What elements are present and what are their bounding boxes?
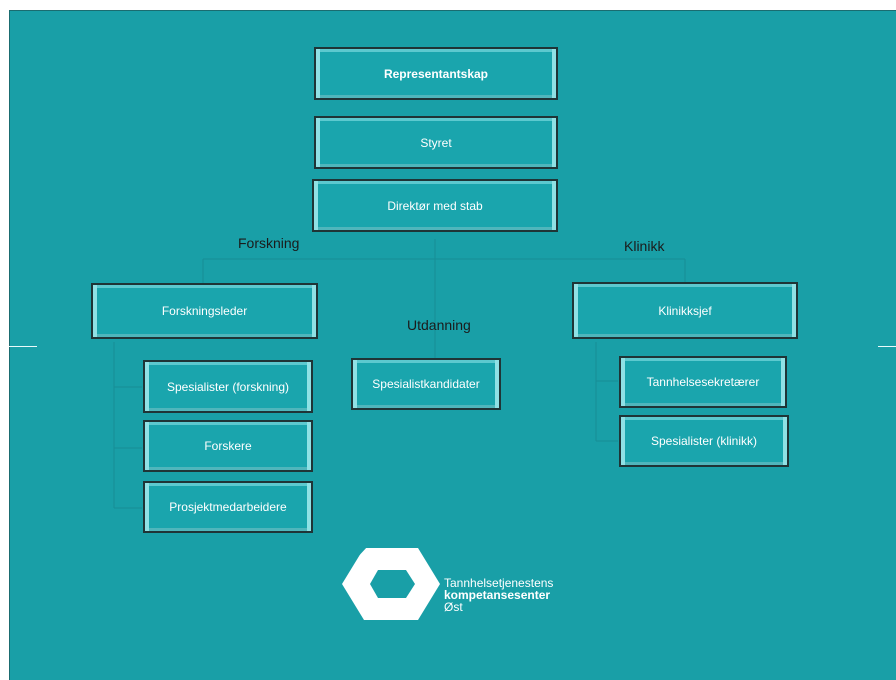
left-edge-marker [9, 346, 37, 347]
box-spesialister-klinikk: Spesialister (klinikk) [619, 415, 789, 467]
label-klinikk: Klinikk [624, 238, 665, 254]
box-tannhelsesekretaerer: Tannhelsesekretærer [619, 356, 787, 408]
box-representantskap: Representantskap [314, 47, 558, 100]
connector-lines [113, 239, 686, 509]
box-spesialistkandidater: Spesialistkandidater [351, 358, 501, 410]
label-forskning: Forskning [238, 235, 300, 251]
hexagon-logo-icon [340, 546, 440, 620]
box-forskere: Forskere [143, 420, 313, 472]
brand-wordmark: Tannhelsetjenestens kompetansesenter Øst [444, 577, 553, 613]
brand-line-2: kompetansesenter [444, 588, 551, 602]
box-prosjektmedarbeidere: Prosjektmedarbeidere [143, 481, 313, 533]
box-spesialister-forskning: Spesialister (forskning) [143, 360, 313, 413]
box-direktor-med-stab: Direktør med stab [312, 179, 558, 232]
box-styret: Styret [314, 116, 558, 169]
org-chart-slide: Representantskap Styret Direktør med sta… [9, 10, 896, 680]
box-forskningsleder: Forskningsleder [91, 283, 318, 339]
label-utdanning: Utdanning [407, 317, 471, 333]
box-klinikksjef: Klinikksjef [572, 282, 798, 339]
brand-line-1: Tannhelsetjenestens [444, 576, 554, 590]
right-edge-marker [878, 346, 896, 347]
brand-line-3: Øst [444, 600, 463, 614]
